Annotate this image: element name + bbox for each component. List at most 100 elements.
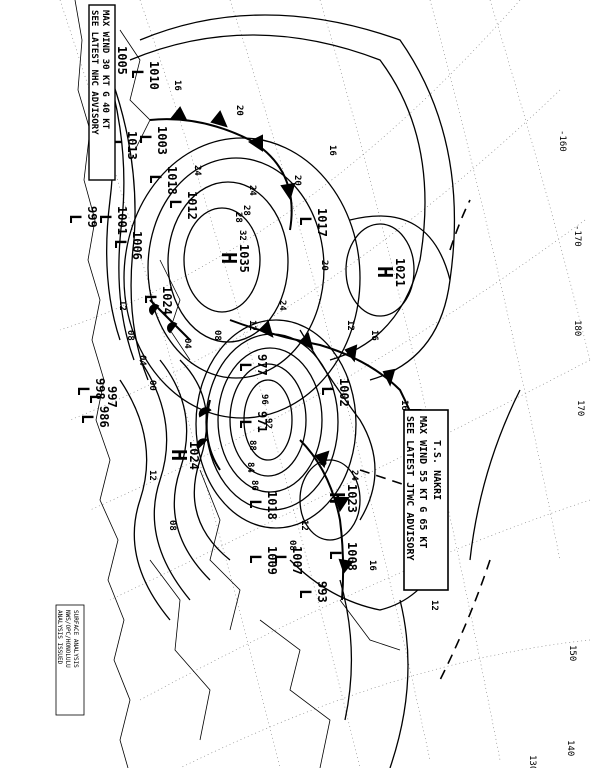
center-symbol: L [66, 214, 85, 224]
center-value: 1002 [337, 378, 351, 407]
header-line-3: ANALYSIS ISSUED [56, 610, 63, 665]
center-symbol: L [74, 386, 93, 396]
center-value: 1021 [393, 258, 407, 287]
longitude-label: 140 [565, 740, 575, 756]
isobar-labels: 1620242832120804009692888480162024120804… [117, 80, 439, 611]
center-symbol: L [136, 134, 155, 144]
isobar-label: 20 [292, 175, 302, 186]
center-value: 977 [255, 354, 269, 376]
center-symbol: L [96, 214, 115, 224]
center-value: 1010 [147, 61, 161, 90]
center-value: 998 [93, 378, 107, 400]
center-value: 997 [105, 386, 119, 408]
center-value: 1008 [345, 542, 359, 571]
center-symbol: L [128, 69, 147, 79]
isobar-label: 12 [345, 320, 355, 331]
center-symbol: L [166, 199, 185, 209]
advisory-bottom-line-2: MAX WIND 55 KT G 65 KT [417, 416, 428, 548]
center-symbol: L [246, 554, 265, 564]
center-value: 1013 [125, 131, 139, 160]
center-value: 1035 [237, 244, 251, 273]
longitude-label: 180 [572, 320, 582, 336]
center-symbol: L [236, 419, 255, 429]
advisory-bottom-line-1: T.S. NAKRI [431, 440, 442, 500]
isobar-label: 24 [192, 165, 202, 176]
center-value: 1024 [187, 441, 201, 470]
isobars [95, 14, 521, 768]
longitude-label: 130 [527, 755, 537, 768]
isobar-label: 84 [245, 462, 255, 473]
center-symbol: L [78, 414, 97, 424]
center-value: 1001 [115, 206, 129, 235]
center-value: 1018 [165, 166, 179, 195]
center-value: 1009 [265, 546, 279, 575]
isobar-label: 16 [369, 330, 379, 341]
longitude-label: -160 [557, 130, 567, 152]
isobar-label: 12 [429, 600, 439, 611]
center-value: 1024 [160, 286, 174, 315]
isobar-label: 24 [349, 470, 359, 481]
longitude-label: 170 [575, 400, 585, 416]
isobar-label: 08 [167, 520, 177, 531]
advisory-bottom-line-3: SEE LATEST JTWC ADVISORY [404, 416, 415, 561]
center-symbol: L [271, 554, 290, 564]
center-symbol: L [111, 239, 130, 249]
center-value: 971 [255, 411, 269, 433]
center-value: 1023 [345, 484, 359, 513]
center-symbol: H [325, 492, 349, 504]
center-value: 999 [85, 206, 99, 228]
advisory-top-line-2: SEE LATEST NHC ADVISORY [89, 10, 99, 135]
isobar-label: 28 [241, 205, 251, 216]
isobar-label: 08 [125, 330, 135, 341]
center-symbol: H [373, 266, 397, 278]
isobar-label: 04 [182, 338, 192, 349]
longitude-label: -170 [572, 225, 582, 247]
isobar-label: 20 [234, 105, 244, 116]
center-value: 1012 [185, 191, 199, 220]
center-symbol: H [167, 449, 191, 461]
center-symbol: L [318, 386, 337, 396]
center-value: 986 [97, 406, 111, 428]
header-line-2: NWS/OPC/HONOLULU [64, 610, 71, 668]
isobar-label: 24 [277, 300, 287, 311]
isobar-label: 12 [147, 470, 157, 481]
isobar-label: 12 [247, 320, 257, 331]
header-line-1: SURFACE ANALYSIS [72, 610, 79, 668]
center-symbol: L [86, 394, 105, 404]
center-symbol: L [326, 550, 345, 560]
isobar-label: 92 [263, 418, 273, 429]
center-symbol: L [246, 499, 265, 509]
center-symbol: L [296, 589, 315, 599]
advisory-top: MAX WIND 30 KT G 40 KT SEE LATEST NHC AD… [88, 4, 116, 181]
isobar-label: 24 [247, 185, 257, 196]
center-value: 1017 [315, 208, 329, 237]
isobar-label: 16 [399, 400, 409, 411]
isobar-label: 88 [247, 440, 257, 451]
isobar-label: 08 [212, 330, 222, 341]
isobar-label: 12 [117, 300, 127, 311]
center-symbol: L [236, 362, 255, 372]
center-value: 1003 [155, 126, 169, 155]
isobar-label: 08 [287, 540, 297, 551]
